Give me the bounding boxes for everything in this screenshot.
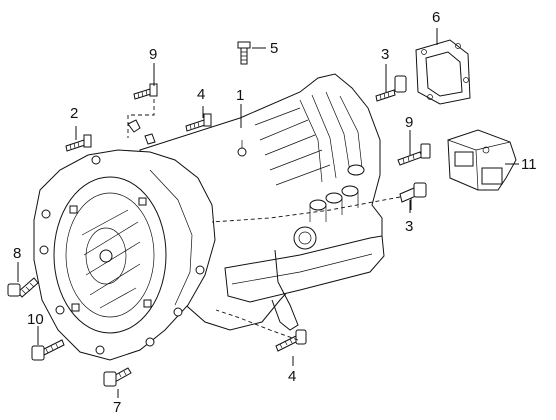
callout-3-lower: 3 [405,218,413,235]
callout-3-upper: 3 [381,46,389,63]
transmission-assembly [33,73,385,361]
bolt-2 [65,134,92,152]
bolt-7 [103,367,132,387]
callout-9-right: 9 [405,114,413,131]
sensor-3 [399,182,427,210]
bolt-8 [7,277,39,298]
bolt-3-upper [375,75,407,102]
callout-11: 11 [521,156,537,173]
bolt-5 [237,41,251,65]
callout-4-lower: 4 [288,368,296,385]
callout-5: 5 [270,40,278,57]
bolt-10 [31,339,65,361]
bolt-4-lower [275,329,307,352]
leader-lines [17,28,519,398]
callout-8: 8 [13,245,21,262]
callout-6: 6 [432,9,440,26]
callout-9-upper: 9 [149,46,157,63]
mount-11 [447,129,517,191]
callout-1: 1 [236,87,244,104]
bolt-4-upper [185,113,212,132]
callout-2: 2 [70,105,78,122]
callout-7: 7 [113,399,121,416]
callout-labels: 1 2 4 9 5 3 6 9 11 3 8 10 7 4 [13,9,537,416]
callout-10: 10 [27,311,44,328]
gasket-6 [415,39,471,105]
solenoid-cluster [309,164,365,222]
bolt-9-right [397,143,431,166]
callout-4-upper: 4 [197,86,205,103]
bell-housing-lugs [39,155,205,355]
bolt-9-upper [133,83,158,100]
